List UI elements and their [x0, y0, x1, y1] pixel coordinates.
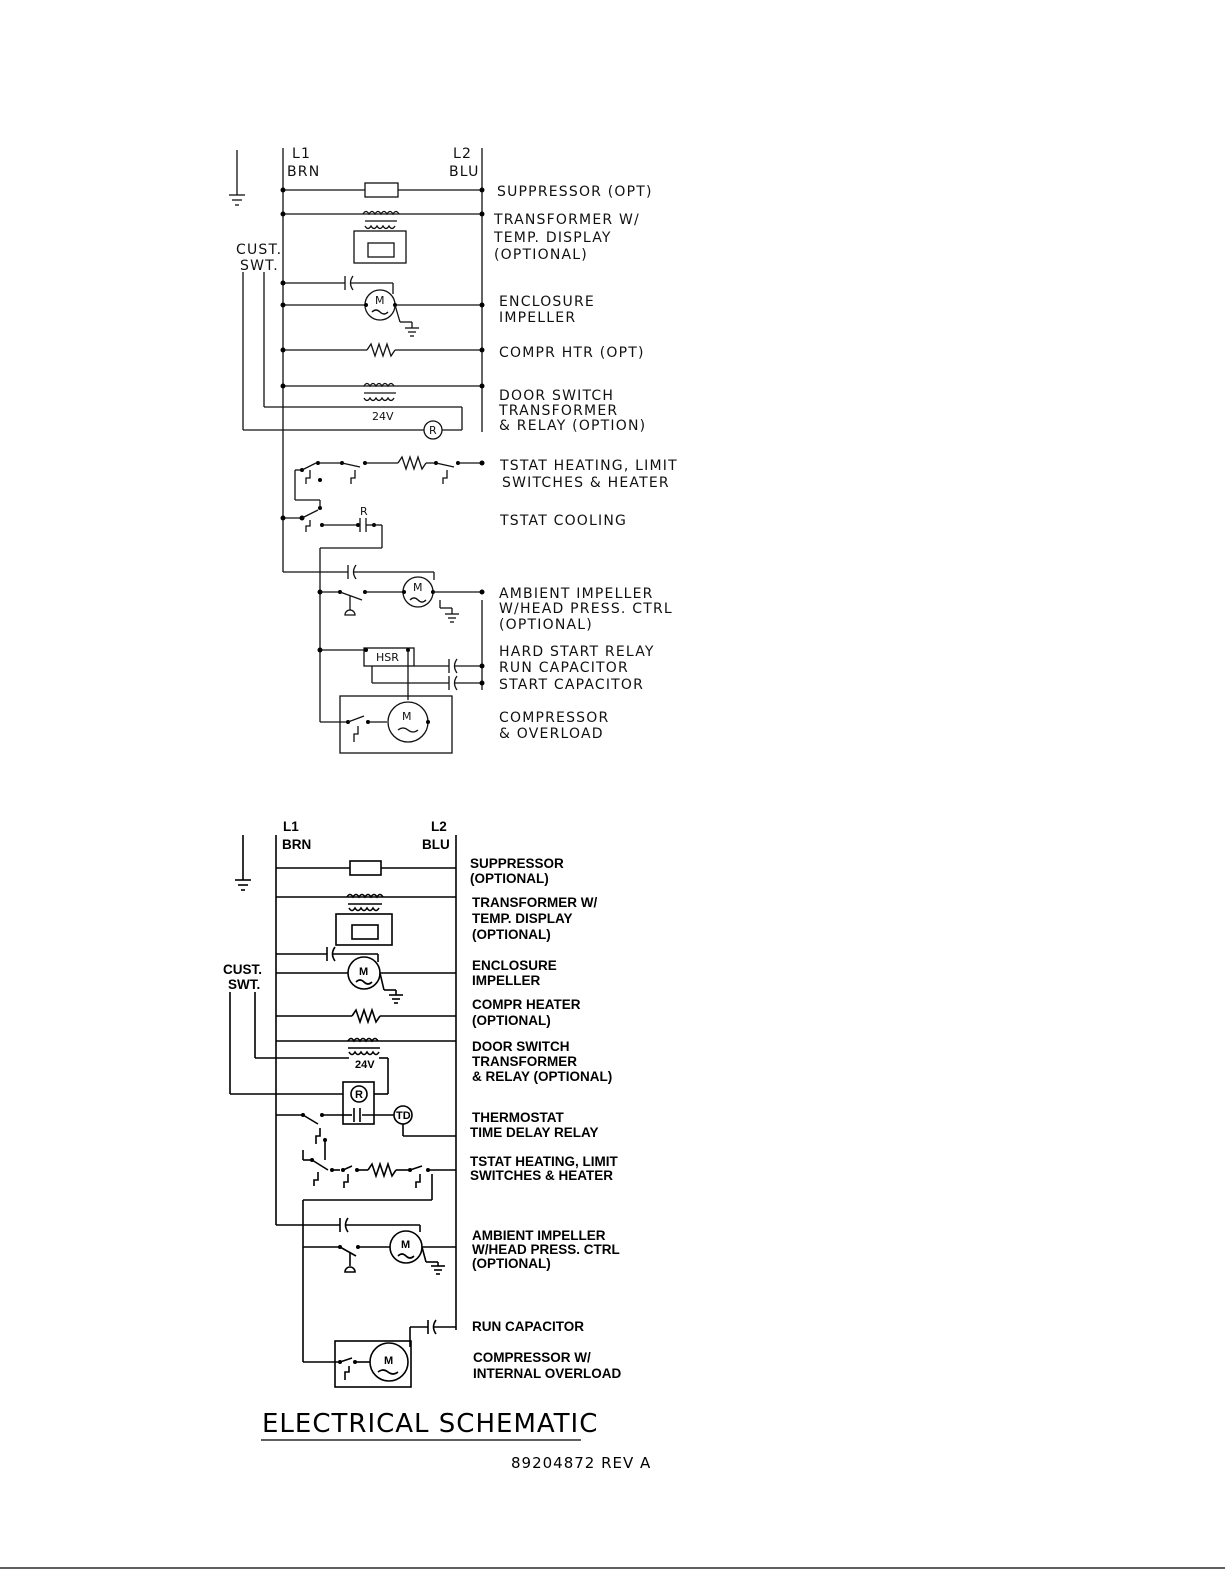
hsr-label: HSR	[376, 651, 399, 664]
compressor-motor-label-bottom: M	[384, 1355, 393, 1367]
ambient-motor-label: M	[413, 581, 423, 594]
label-run-cap: RUN CAPACITOR	[499, 660, 629, 676]
label-ambient-1: AMBIENT IMPELLER	[499, 586, 654, 602]
label-compr-htr: COMPR HTR (OPT)	[499, 345, 645, 361]
label-enclosure-2: IMPELLER	[499, 310, 576, 326]
bottom-diagram: L1 BRN L2 BLU SUPPRESSOR (OPTIONAL) TRAN…	[223, 819, 622, 1388]
label-ambient-2: W/HEAD PRESS. CTRL	[499, 601, 673, 617]
label-tstat-heat-2: SWITCHES & HEATER	[502, 475, 670, 491]
enclosure-row-bottom: M	[276, 946, 456, 1004]
cust-switch-label-2-bottom: SWT.	[228, 977, 260, 992]
label-start-cap: START CAPACITOR	[499, 677, 644, 693]
ground-icon	[229, 150, 245, 206]
label-compr-1-bottom: COMPR HEATER	[472, 997, 581, 1012]
contact-label: R	[360, 505, 368, 518]
label-compr-2-bottom: (OPTIONAL)	[472, 1013, 551, 1028]
run-cap-row-bottom	[409, 1319, 456, 1347]
l1-color-bottom: BRN	[282, 837, 311, 852]
l2-color: BLU	[449, 164, 480, 180]
label-ambient-3-bottom: (OPTIONAL)	[472, 1256, 551, 1271]
door-switch-row-bottom: 24V R	[230, 1037, 456, 1125]
label-ambient-2-bottom: W/HEAD PRESS. CTRL	[472, 1242, 620, 1257]
label-thermostat-2-bottom: TIME DELAY RELAY	[470, 1125, 599, 1140]
label-run-cap-bottom: RUN CAPACITOR	[472, 1319, 584, 1334]
label-ambient-1-bottom: AMBIENT IMPELLER	[472, 1228, 606, 1243]
compressor-row-bottom: M	[303, 1340, 412, 1388]
tstat-cooling-row: R	[280, 500, 383, 549]
label-transformer-2-bottom: TEMP. DISPLAY	[472, 911, 573, 926]
label-tstat-heat-2-bottom: SWITCHES & HEATER	[470, 1168, 613, 1183]
l1-label: L1	[292, 146, 311, 162]
label-enclosure-1: ENCLOSURE	[499, 294, 595, 310]
label-enclosure-1-bottom: ENCLOSURE	[472, 958, 557, 973]
compressor-row: M	[320, 695, 453, 754]
label-transformer-1: TRANSFORMER W/	[493, 212, 640, 228]
label-transformer-3: (OPTIONAL)	[494, 247, 588, 263]
relay-label-bottom: R	[355, 1089, 363, 1101]
cust-switch-label-1-bottom: CUST.	[223, 962, 262, 977]
voltage-label: 24V	[372, 410, 394, 423]
label-thermostat-1-bottom: THERMOSTAT	[472, 1110, 564, 1125]
door-switch-row: 24V R	[243, 382, 485, 440]
top-diagram: L1 BRN L2 BLU SUPPRESSOR (OPT) TRANSFORM…	[229, 146, 678, 754]
label-suppressor: SUPPRESSOR (OPT)	[497, 184, 653, 200]
ambient-motor-label-bottom: M	[401, 1239, 410, 1251]
motor-label-bottom: M	[359, 966, 368, 978]
label-compressor-1: COMPRESSOR	[499, 710, 609, 726]
cust-switch-label-2: SWT.	[240, 258, 279, 274]
suppressor-row	[280, 182, 485, 198]
ground-icon-bottom	[235, 835, 251, 891]
td-label: TD	[396, 1110, 411, 1122]
label-transformer-2: TEMP. DISPLAY	[493, 230, 612, 246]
transformer-row	[280, 210, 485, 264]
cust-switch-label-1: CUST.	[236, 242, 282, 258]
motor-label: M	[375, 294, 385, 307]
label-door-2: TRANSFORMER	[498, 403, 618, 419]
relay-icon-bottom	[350, 1085, 368, 1103]
label-enclosure-2-bottom: IMPELLER	[472, 973, 541, 988]
compr-heater-row-bottom	[276, 1007, 456, 1025]
label-hsr: HARD START RELAY	[499, 644, 655, 660]
compressor-motor-icon-bottom	[369, 1342, 409, 1382]
label-door-3-bottom: & RELAY (OPTIONAL)	[472, 1069, 612, 1084]
label-transformer-3-bottom: (OPTIONAL)	[472, 927, 551, 942]
enclosure-impeller-row: M	[280, 275, 485, 337]
label-door-3: & RELAY (OPTION)	[499, 418, 646, 434]
label-suppressor-1-bottom: SUPPRESSOR	[470, 856, 564, 871]
ambient-impeller-row: M	[283, 548, 485, 722]
page-title: ELECTRICAL SCHEMATIC	[262, 1409, 598, 1439]
label-compressor-2: & OVERLOAD	[499, 726, 604, 742]
label-door-1: DOOR SWITCH	[499, 388, 614, 404]
l2-label: L2	[453, 146, 472, 162]
label-door-2-bottom: TRANSFORMER	[472, 1054, 577, 1069]
compressor-motor-label: M	[402, 710, 412, 723]
doc-number: 89204872 REV A	[511, 1454, 651, 1472]
hsr-row: HSR	[317, 600, 485, 700]
label-transformer-1-bottom: TRANSFORMER W/	[472, 895, 597, 910]
ambient-row-bottom: M	[276, 1200, 456, 1362]
voltage-label-bottom: 24V	[355, 1059, 375, 1071]
label-tstat-cool: TSTAT COOLING	[499, 513, 627, 529]
l1-label-bottom: L1	[283, 819, 299, 834]
relay-label: R	[429, 424, 437, 437]
label-compressor-2-bottom: INTERNAL OVERLOAD	[473, 1366, 622, 1381]
suppressor-row-bottom	[276, 860, 456, 876]
tstat-heating-row	[294, 454, 485, 501]
label-tstat-heat-1: TSTAT HEATING, LIMIT	[499, 458, 678, 474]
label-tstat-heat-1-bottom: TSTAT HEATING, LIMIT	[470, 1154, 618, 1169]
label-ambient-3: (OPTIONAL)	[499, 617, 593, 633]
transformer-row-bottom	[276, 893, 456, 946]
thermostat-td-row-bottom: TD	[276, 1105, 456, 1160]
tstat-heating-row-bottom	[302, 1150, 456, 1201]
l2-color-bottom: BLU	[422, 837, 450, 852]
compr-htr-row	[280, 341, 485, 359]
label-compressor-1-bottom: COMPRESSOR W/	[473, 1350, 591, 1365]
label-suppressor-2-bottom: (OPTIONAL)	[470, 871, 549, 886]
l1-color: BRN	[287, 164, 320, 180]
label-door-1-bottom: DOOR SWITCH	[472, 1039, 570, 1054]
l2-label-bottom: L2	[431, 819, 447, 834]
